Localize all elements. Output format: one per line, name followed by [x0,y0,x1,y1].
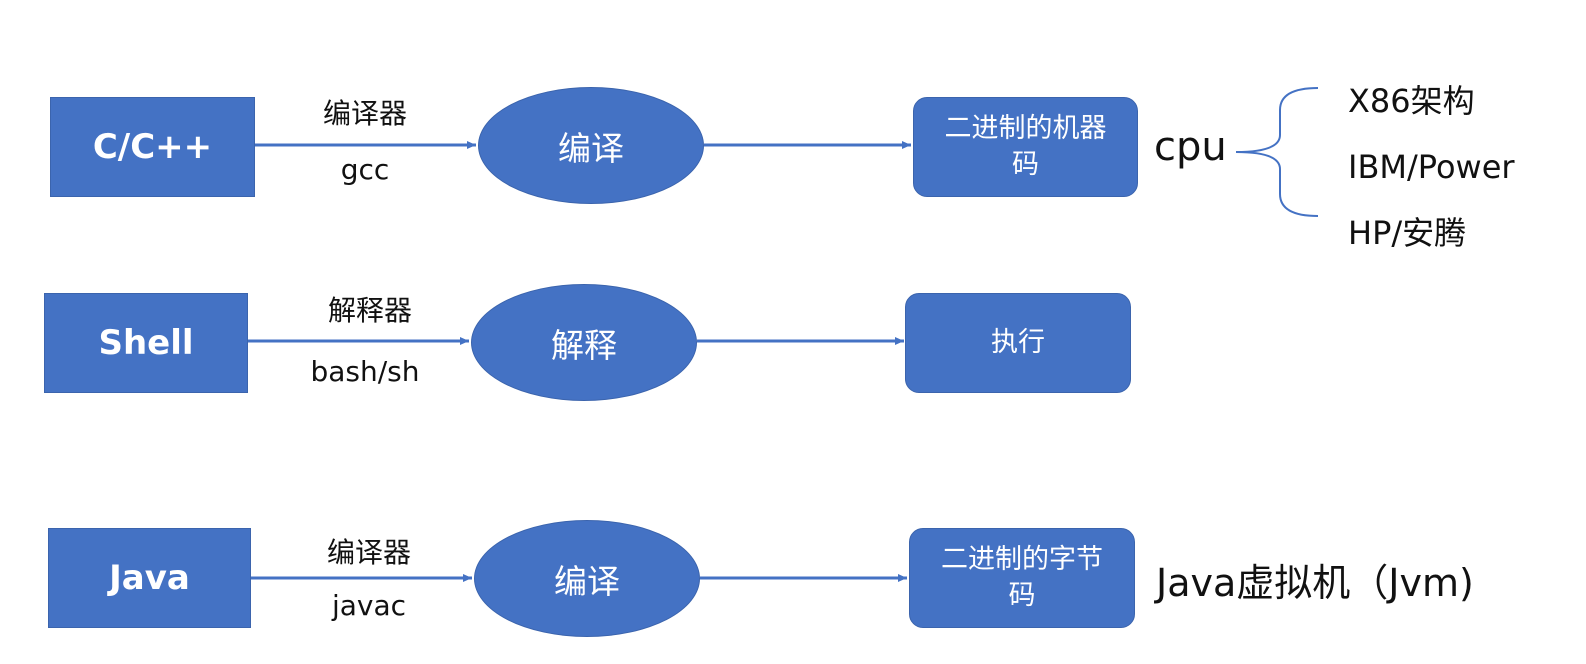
language-box-java: Java [48,528,251,628]
process-label: 编译 [554,561,620,601]
process-ellipse-interpret: 解释 [471,284,697,401]
cpu-label: cpu [1154,124,1227,170]
tool-type-label: 解释器 [327,294,412,327]
language-label: C/C++ [92,127,213,167]
language-label: Shell [98,323,194,363]
cpu-item-hp: HP/安腾 [1348,214,1467,252]
result-label: 执行 [991,327,1045,358]
language-box-shell: Shell [44,293,248,393]
process-ellipse-compile: 编译 [474,520,700,637]
result-box-bytecode: 二进制的字节码 [909,528,1135,628]
cpu-brace [1235,87,1319,217]
process-label: 编译 [558,128,624,168]
tool-type-label: 编译器 [322,97,407,130]
language-label: Java [109,558,190,598]
result-label: 二进制的机器码 [944,113,1107,180]
result-label: 二进制的字节码 [941,544,1103,611]
result-box-execute: 执行 [905,293,1131,393]
tool-label: bash/sh [310,355,420,388]
tool-label: gcc [340,153,390,186]
jvm-label: Java虚拟机（Jvm) [1156,561,1474,605]
cpu-item-x86: X86架构 [1348,82,1475,120]
tool-type-label: 编译器 [326,536,411,569]
result-box-machine-code: 二进制的机器码 [913,97,1138,197]
tool-label: javac [331,589,407,622]
process-label: 解释 [551,325,617,365]
process-ellipse-compile: 编译 [478,87,704,204]
cpu-item-ibm-power: IBM/Power [1348,148,1515,186]
language-box-c-cpp: C/C++ [50,97,255,197]
